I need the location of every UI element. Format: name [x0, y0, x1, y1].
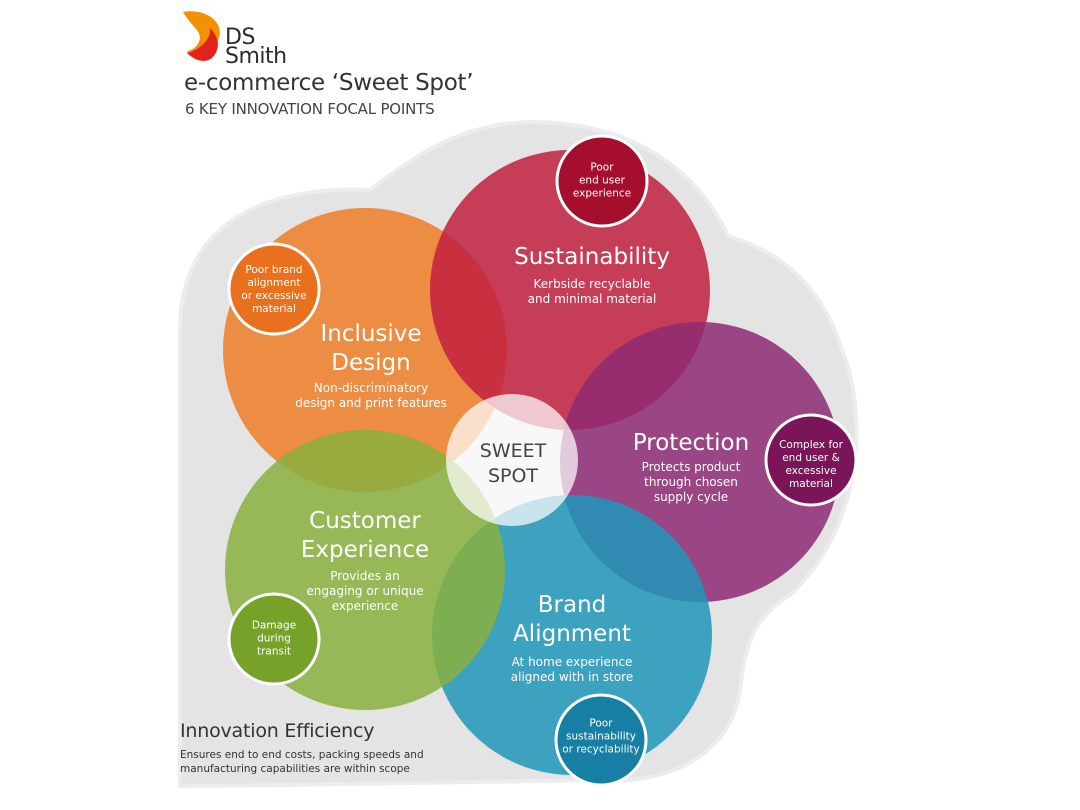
protection-title: Protection: [632, 430, 750, 456]
badge-circles: [227, 134, 858, 787]
sustainability-badge-circle: [555, 134, 649, 228]
page-title: e-commerce ‘Sweet Spot’: [184, 70, 474, 96]
sweet-spot-circle: [446, 394, 578, 526]
customer-experience-badge-circle: [227, 592, 321, 686]
protection-badge-circle: [764, 413, 858, 507]
innovation-efficiency-title: Innovation Efficiency: [180, 720, 375, 742]
logo-wordmark: DS Smith: [225, 25, 287, 69]
innovation-efficiency-description: Ensures end to end costs, packing speeds…: [180, 749, 424, 775]
inclusive-design-badge-circle: [227, 242, 321, 336]
logo-line-2: Smith: [225, 44, 287, 69]
sustainability-title: Sustainability: [514, 244, 670, 270]
venn-circles: [223, 150, 840, 775]
ds-smith-logo-icon: [183, 11, 220, 61]
logo-line-1: DS: [225, 25, 255, 50]
brand-alignment-badge-circle: [554, 693, 648, 787]
page-subtitle: 6 KEY INNOVATION FOCAL POINTS: [185, 100, 435, 118]
